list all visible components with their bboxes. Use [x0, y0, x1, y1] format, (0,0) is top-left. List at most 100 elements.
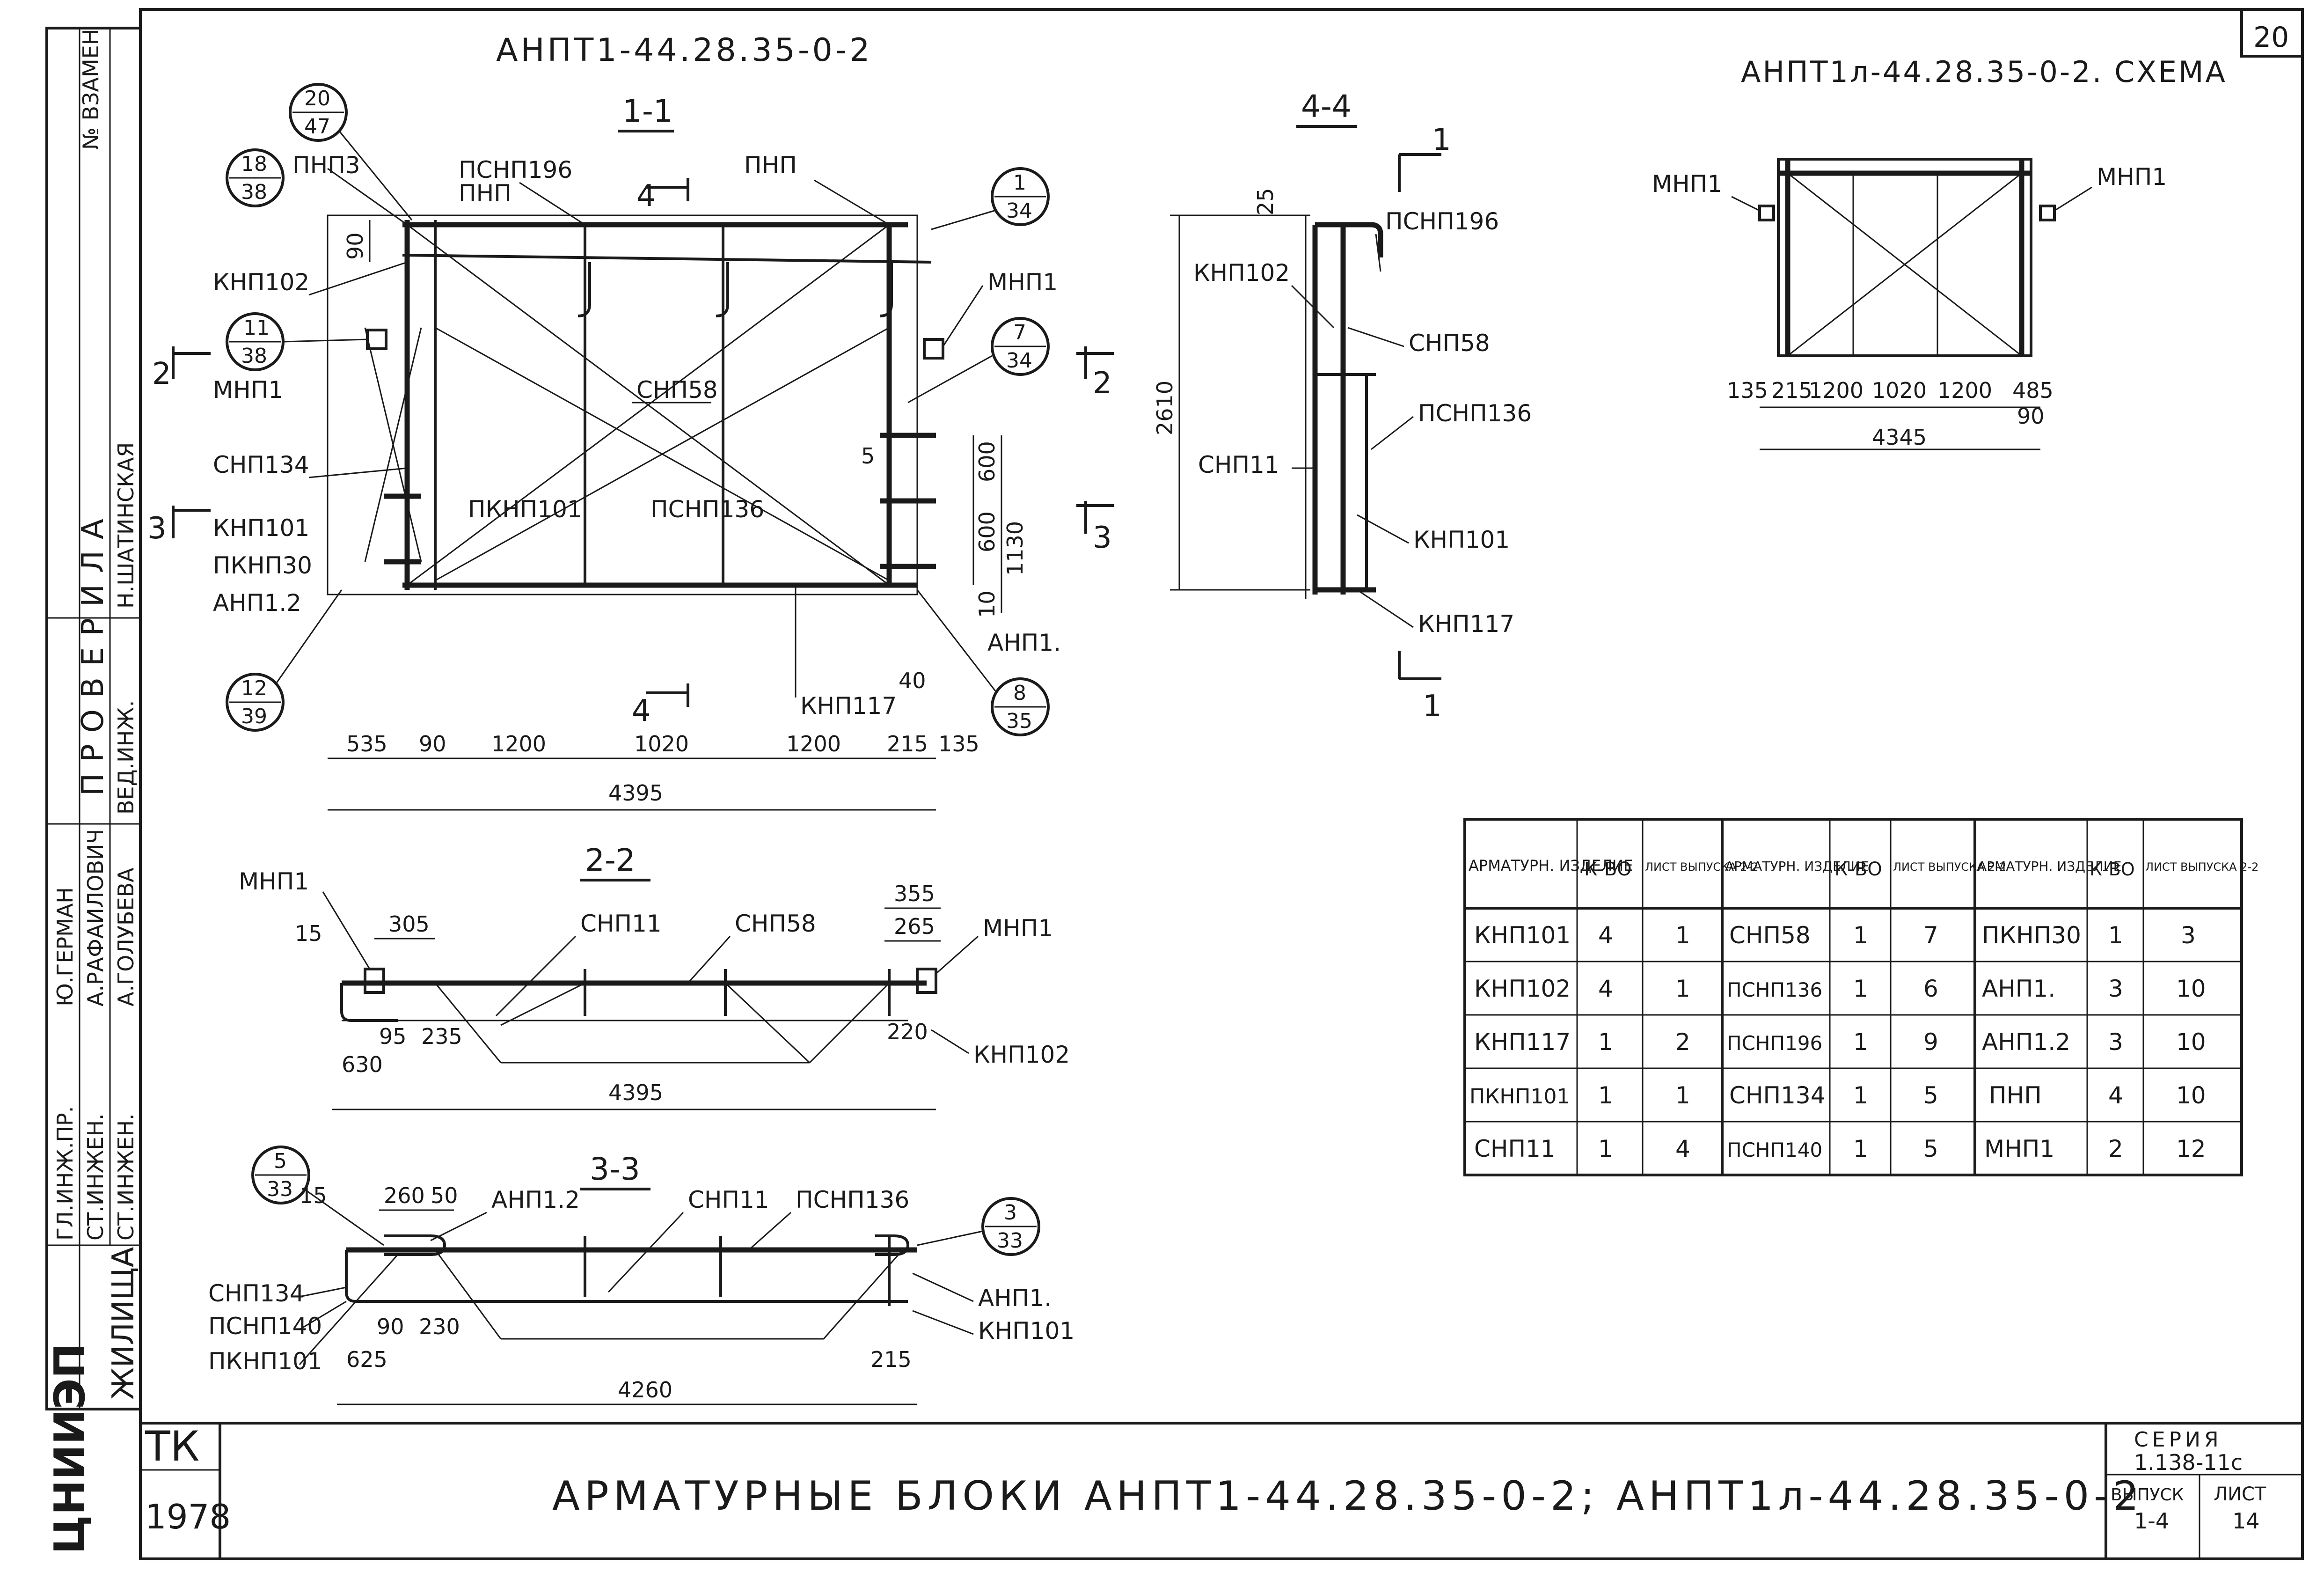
svg-text:1: 1	[1853, 922, 1868, 949]
label-4-knp101: КНП101	[1413, 526, 1510, 553]
label-33-psnp136: ПСНП136	[796, 1186, 909, 1213]
label-mnp1-left: МНП1	[213, 376, 283, 404]
svg-text:ПКНП101: ПКНП101	[1469, 1085, 1570, 1109]
year-label: 1978	[145, 1497, 231, 1536]
label-pnp-b: ПНП	[744, 152, 797, 179]
svg-text:18: 18	[241, 152, 267, 176]
th-1-sheet: ЛИСТ ВЫПУСКА 2-2	[1645, 860, 1758, 874]
label-22-mnp1-left: МНП1	[239, 868, 309, 895]
checked-label: ПРОВЕРИЛА	[76, 507, 110, 796]
th-3-qty: К-ВО	[2090, 859, 2135, 880]
svg-text:2: 2	[1675, 1028, 1690, 1056]
dim-33-50: 50	[431, 1183, 458, 1208]
dim-1200-b: 1200	[786, 731, 841, 756]
bubble-3-33: 333	[917, 1197, 1040, 1256]
svg-text:1: 1	[1853, 1028, 1868, 1056]
org-label: ЖИЛИЩА	[106, 1247, 141, 1400]
dim-1200-a: 1200	[491, 731, 546, 756]
spec-table: АРМАТУРН. ИЗДЕЛИЕ К-ВО ЛИСТ ВЫПУСКА 2-2 …	[1463, 818, 2258, 1176]
label-4-psnp136: ПСНП136	[1418, 400, 1532, 427]
svg-text:10: 10	[2176, 1028, 2206, 1056]
dim-600-a: 600	[974, 441, 1000, 482]
svg-text:20: 20	[304, 87, 330, 110]
dim-215: 215	[887, 731, 928, 756]
svg-text:КНП102: КНП102	[1474, 975, 1571, 1002]
dim-33-230: 230	[419, 1314, 460, 1339]
scheme-dim-1200-b: 1200	[1937, 378, 1992, 403]
name2: А.РАФАИЛОВИЧ	[83, 829, 108, 1006]
scheme-view: МНП1 МНП1 135 215 1200 1020 1200 485 90 …	[1652, 158, 2167, 450]
svg-text:ПНП: ПНП	[1989, 1082, 2042, 1109]
sheet-frame	[139, 8, 2304, 1560]
view-2-2: 2-2 МНП1 СНП11 СНП58 МНП1 КНП102 15 305 …	[239, 842, 1070, 1110]
label-pknp30: ПКНП30	[213, 552, 312, 579]
label-anp1: АНП1.	[987, 629, 1061, 656]
label-scheme-mnp1-left: МНП1	[1652, 170, 1722, 198]
label-mnp1-right: МНП1	[987, 269, 1058, 296]
role3: СТ.ИНЖЕН.	[113, 1113, 139, 1241]
svg-text:7: 7	[1013, 321, 1026, 345]
cut-4-bottom: 4	[632, 694, 651, 728]
ved-label: ВЕД.ИНЖ.	[113, 700, 139, 815]
svg-text:1: 1	[1853, 975, 1868, 1002]
label-psnp136: ПСНП136	[650, 496, 764, 523]
dim-22-235: 235	[421, 1024, 462, 1049]
svg-text:47: 47	[304, 115, 330, 139]
series-label: СЕРИЯ	[2134, 1428, 2222, 1452]
svg-text:39: 39	[241, 705, 267, 728]
label-snp134: СНП134	[213, 451, 309, 478]
svg-text:38: 38	[241, 344, 267, 368]
svg-text:10: 10	[2176, 1082, 2206, 1109]
left-strip: № ВЗАМЕН ПРОВЕРИЛА ВЕД.ИНЖ. Н.ШАТИНСКАЯ …	[45, 27, 142, 1554]
label-4-snp58: СНП58	[1409, 330, 1490, 357]
svg-text:33: 33	[267, 1177, 293, 1201]
dim-1020: 1020	[634, 731, 689, 756]
svg-text:МНП1: МНП1	[1984, 1135, 2054, 1162]
scheme-dim-215: 215	[1771, 378, 1812, 403]
svg-text:1: 1	[1675, 1082, 1690, 1109]
label-4-psnp196: ПСНП196	[1385, 208, 1499, 235]
svg-text:34: 34	[1006, 349, 1032, 373]
dim-600-b: 600	[974, 511, 1000, 552]
svg-text:35: 35	[1006, 709, 1032, 733]
dim-33-total: 4260	[618, 1377, 672, 1403]
dim-22-15: 15	[295, 921, 322, 946]
label-33-knp101: КНП101	[978, 1317, 1074, 1344]
svg-text:9: 9	[1923, 1028, 1938, 1056]
dim-22-95: 95	[379, 1024, 407, 1049]
sheet-label: ЛИСТ	[2214, 1484, 2266, 1505]
org-logo: ЦНИИЭП	[45, 1343, 95, 1554]
svg-text:3: 3	[2108, 1028, 2123, 1056]
name1: Ю.ГЕРМАН	[52, 887, 78, 1006]
dim-22-total: 4395	[608, 1080, 663, 1105]
th-3-item: АРМАТУРН. ИЗДЕЛИЕ	[1978, 859, 2121, 874]
bubble-5-33: 533	[251, 1146, 384, 1246]
cut-2-left: 2	[152, 357, 171, 391]
dim-33-15: 15	[300, 1183, 327, 1208]
label-22-snp58: СНП58	[735, 910, 816, 937]
label-snp58: СНП58	[636, 376, 718, 404]
right-title: АНПТ1л-44.28.35-0-2. СХЕМА	[1741, 55, 2227, 89]
svg-text:ПСНП140: ПСНП140	[1727, 1138, 1822, 1161]
issue-value: 1-4	[2134, 1508, 2169, 1534]
section-title-3-3: 3-3	[590, 1151, 640, 1187]
svg-text:1: 1	[1598, 1028, 1613, 1056]
label-33-psnp140: ПСНП140	[208, 1313, 322, 1340]
svg-text:АНП1.: АНП1.	[1982, 975, 2055, 1002]
dim-40: 40	[899, 668, 926, 693]
th-1-qty: К-ВО	[1584, 859, 1632, 880]
dim-1130: 1130	[1002, 521, 1028, 576]
title-block: ТК 1978 АРМАТУРНЫЕ БЛОКИ АНПТ1-44.28.35-…	[145, 1422, 2266, 1536]
dim-total-4395: 4395	[608, 780, 663, 806]
dim-135: 135	[938, 731, 979, 756]
svg-text:СНП58: СНП58	[1729, 922, 1811, 949]
left-title: АНПТ1-44.28.35-0-2	[496, 32, 873, 69]
scheme-dim-135: 135	[1727, 378, 1768, 403]
svg-text:КНП101: КНП101	[1474, 922, 1571, 949]
th-3-sheet: ЛИСТ ВЫПУСКА 2-2	[2145, 860, 2258, 874]
